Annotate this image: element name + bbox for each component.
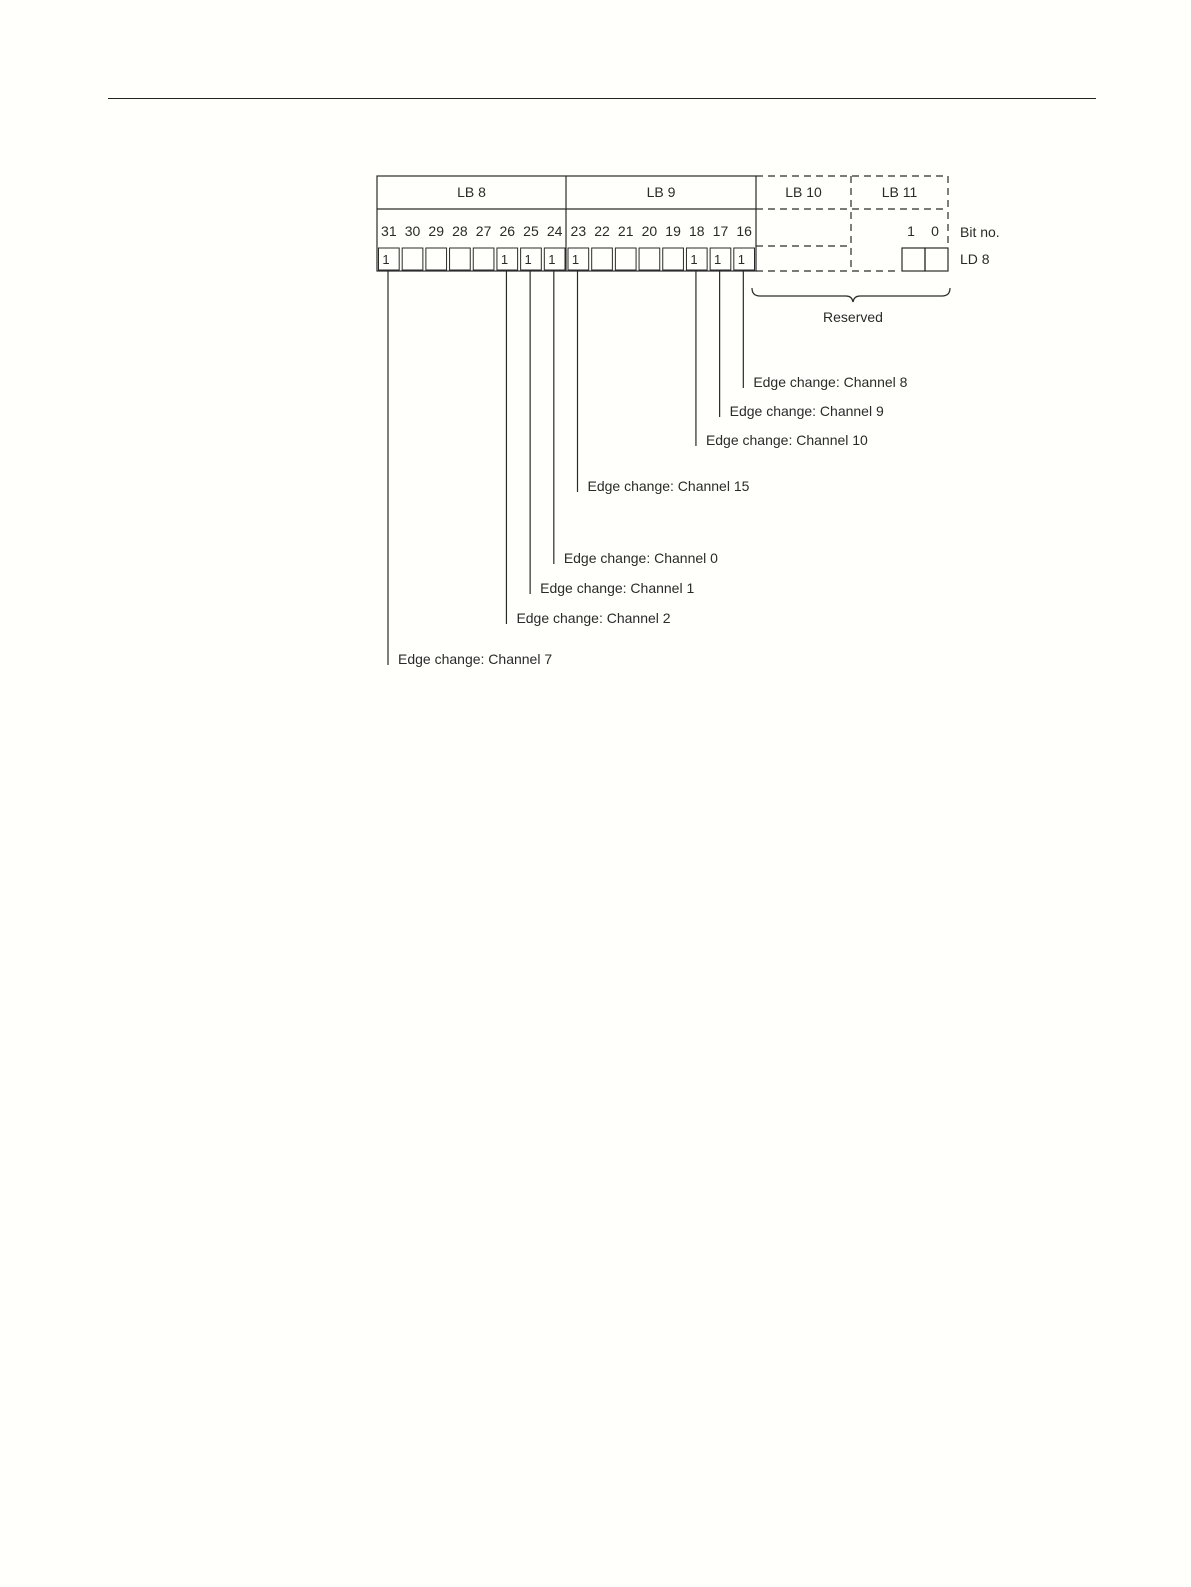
bit-value: 1 [714, 252, 721, 267]
bit-number: 31 [381, 223, 397, 239]
bit-cell [402, 248, 423, 270]
byte-labels: LB 8 LB 9 LB 10 LB 11 [457, 184, 917, 200]
bit-value: 1 [548, 252, 555, 267]
bit-cell [450, 248, 471, 270]
bit-number: 16 [736, 223, 752, 239]
reserved-brace-shape [752, 288, 950, 302]
bit-cell [426, 248, 447, 270]
byte-label: LB 11 [882, 184, 918, 200]
lb11-bit-number: 1 [907, 223, 915, 239]
bit-cell [615, 248, 636, 270]
callout-label: Edge change: Channel 1 [540, 580, 694, 596]
bit-value: 1 [572, 252, 579, 267]
bit-number: 21 [618, 223, 634, 239]
bit-number: 23 [571, 223, 587, 239]
byte-label: LB 8 [457, 184, 486, 200]
bit-cell [473, 248, 494, 270]
bit-number: 20 [642, 223, 658, 239]
bit-value: 1 [690, 252, 697, 267]
callout-label: Edge change: Channel 8 [753, 374, 907, 390]
bit-number: 17 [713, 223, 729, 239]
callout-label: Edge change: Channel 2 [516, 610, 670, 626]
bit-number: 30 [405, 223, 421, 239]
callout-label: Edge change: Channel 9 [730, 403, 884, 419]
callout-label: Edge change: Channel 15 [588, 478, 750, 494]
bit-cell [663, 248, 684, 270]
reserved-brace: Reserved [752, 288, 950, 325]
ld8-label: LD 8 [960, 251, 990, 267]
lb11-bit0-cell [925, 248, 948, 271]
callout-label: Edge change: Channel 10 [706, 432, 868, 448]
lb11-bit1-cell [902, 248, 925, 271]
bit-number: 22 [594, 223, 610, 239]
bit-value-row: 1 1 1 1 1 1 1 1 [382, 252, 745, 267]
bit-number: 27 [476, 223, 492, 239]
bit-number: 29 [428, 223, 444, 239]
byte-label: LB 10 [785, 184, 822, 200]
bit-cell [639, 248, 660, 270]
reserved-label: Reserved [823, 309, 883, 325]
bit-number: 24 [547, 223, 563, 239]
callout-label: Edge change: Channel 7 [398, 651, 552, 667]
bit-cell [592, 248, 613, 270]
row-labels: Bit no. LD 8 [960, 224, 1000, 267]
bit-number: 26 [499, 223, 515, 239]
callout-label: Edge change: Channel 0 [564, 550, 718, 566]
byte-label: LB 9 [647, 184, 676, 200]
bit-number: 28 [452, 223, 468, 239]
bit-number: 19 [665, 223, 681, 239]
lb11-bit-number: 0 [931, 223, 939, 239]
bit-value: 1 [382, 252, 389, 267]
bit-value: 1 [501, 252, 508, 267]
callouts: Edge change: Channel 8 Edge change: Chann… [388, 271, 908, 667]
bit-value: 1 [738, 252, 745, 267]
bit-number: 18 [689, 223, 705, 239]
bit-number: 25 [523, 223, 539, 239]
bit-no-label: Bit no. [960, 224, 1000, 240]
bit-value: 1 [525, 252, 532, 267]
